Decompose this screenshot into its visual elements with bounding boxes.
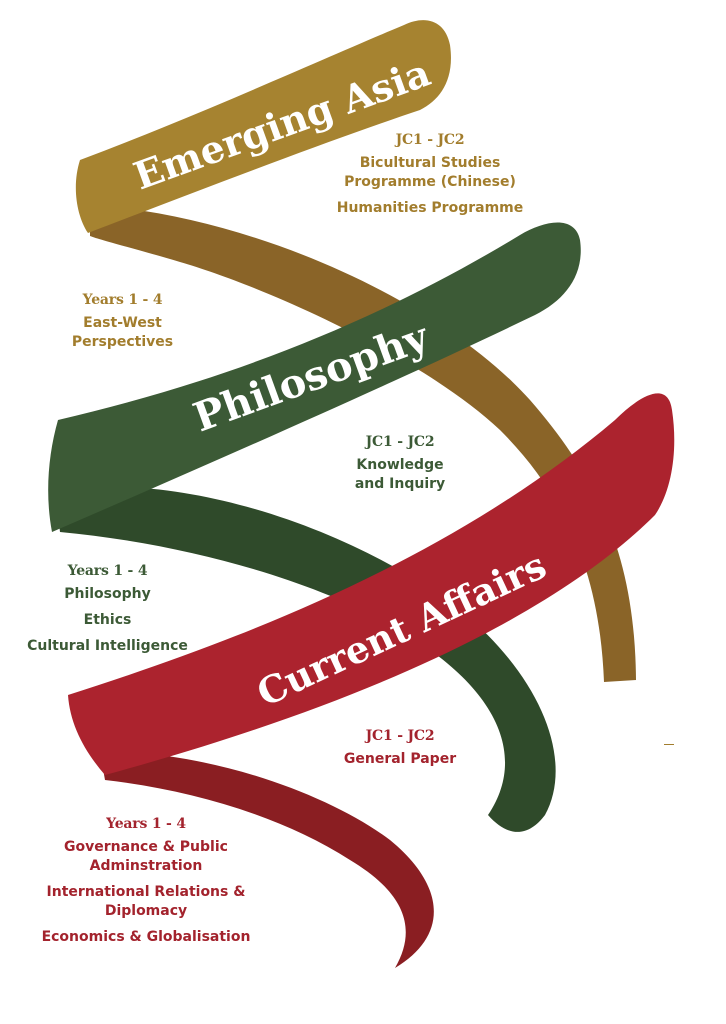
philosophy-jc-block: JC1 - JC2 Knowledge and Inquiry [330,434,470,501]
emerging-asia-jc-item: Bicultural Studies Programme (Chinese) [344,155,516,190]
current-affairs-years-item: Governance & Public Adminstration [64,839,228,874]
emerging-asia-jc-item: Humanities Programme [336,200,524,216]
current-affairs-jc-heading: JC1 - JC2 [365,728,435,744]
philosophy-years-item: Cultural Intelligence [27,638,188,654]
emerging-asia-back-strand [90,205,636,682]
emerging-asia-jc-block: JC1 - JC2 Bicultural Studies Programme (… [330,132,530,225]
philosophy-band [48,222,581,532]
current-affairs-years-block: Years 1 - 4 Governance & Public Adminstr… [30,816,262,954]
emerging-asia-band [75,20,451,234]
emerging-asia-years-heading: Years 1 - 4 [82,292,163,308]
emerging-asia-years-item: East-West Perspectives [71,315,174,350]
current-affairs-band [68,393,675,775]
philosophy-years-item: Philosophy [64,586,151,602]
philosophy-jc-item: Knowledge and Inquiry [354,457,446,492]
emerging-asia-jc-heading: JC1 - JC2 [395,132,465,148]
philosophy-back-strand [55,486,556,832]
philosophy-years-heading: Years 1 - 4 [67,563,148,579]
emerging-asia-years-block: Years 1 - 4 East-West Perspectives [50,292,195,359]
philosophy-jc-heading: JC1 - JC2 [365,434,435,450]
philosophy-years-block: Years 1 - 4 Philosophy Ethics Cultural I… [20,563,195,663]
decorative-dash [664,744,674,745]
current-affairs-jc-item: General Paper [343,751,457,767]
current-affairs-years-heading: Years 1 - 4 [106,816,186,832]
current-affairs-jc-block: JC1 - JC2 General Paper [330,728,470,776]
current-affairs-years-item: Economics & Globalisation [41,929,251,945]
philosophy-years-item: Ethics [83,612,132,628]
current-affairs-back-strand [100,751,434,968]
current-affairs-years-item: International Relations & Diplomacy [46,884,246,919]
